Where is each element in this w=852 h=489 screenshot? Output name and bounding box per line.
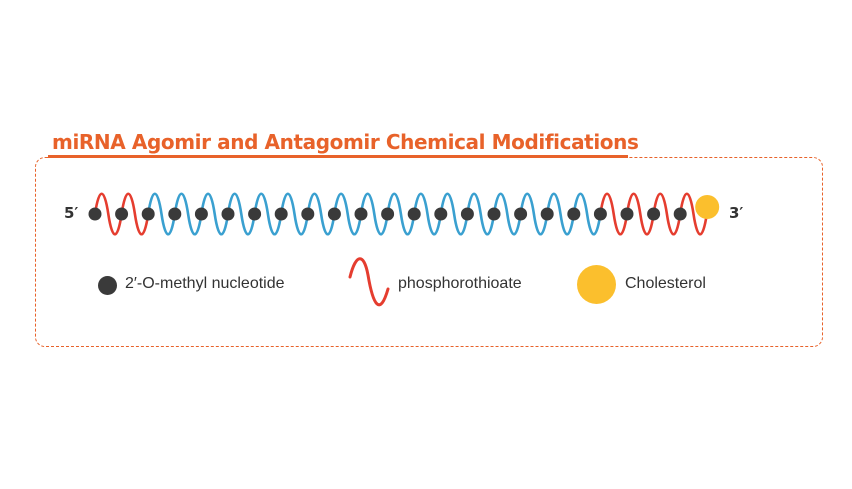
nucleotide-2-o-methyl	[115, 207, 129, 221]
phosphodiester-linkage	[439, 192, 469, 236]
phosphodiester-linkage	[146, 192, 177, 236]
nucleotide-2-o-methyl	[168, 207, 182, 221]
nucleotide-2-o-methyl	[274, 207, 288, 221]
nucleotide-2-o-methyl	[567, 207, 581, 221]
phosphodiester-linkage	[333, 192, 363, 236]
nucleotide-2-o-methyl	[620, 207, 634, 221]
phosphorothioate-icon	[348, 257, 390, 307]
cholesterol-3prime	[695, 195, 720, 219]
five-prime-label: 5′	[64, 204, 79, 222]
nucleotide-2-o-methyl	[221, 207, 235, 221]
phosphodiester-linkage	[466, 192, 496, 236]
nucleotide-2-o-methyl	[593, 207, 607, 221]
title-underline	[48, 155, 628, 158]
phosphodiester-linkage	[306, 192, 336, 236]
nucleotide-2-o-methyl	[487, 207, 501, 221]
phosphodiester-linkage	[386, 192, 416, 236]
phosphodiester-linkage	[519, 192, 549, 236]
nucleotide-2-o-methyl	[514, 207, 528, 221]
nucleotide-group	[88, 207, 687, 221]
nucleotide-2-o-methyl	[460, 207, 474, 221]
nucleotide-2-o-methyl	[141, 207, 155, 221]
phosphodiester-linkage	[253, 192, 283, 236]
nucleotide-2-o-methyl	[301, 207, 315, 221]
phosphodiester-linkage	[279, 192, 310, 236]
phosphodiester-linkage	[200, 192, 230, 236]
phosphodiester-linkage	[412, 192, 443, 236]
legend-phosphorothioate-label: phosphorothioate	[398, 275, 522, 292]
nucleotide-2-o-methyl	[354, 207, 368, 221]
phosphodiester-linkage	[226, 192, 256, 236]
phosphorothioate-wave	[348, 257, 390, 307]
nucleotide-2-o-methyl	[673, 207, 687, 221]
nucleotide-2-o-methyl	[407, 207, 421, 221]
phosphodiester-linkage	[572, 192, 602, 236]
nucleotide-2-o-methyl	[194, 207, 208, 221]
dashed-frame	[35, 157, 823, 347]
phosphodiester-linkage	[173, 192, 203, 236]
nucleotide-2-o-methyl	[381, 207, 395, 221]
phosphorothioate-linkage	[678, 192, 709, 236]
legend-cholesterol-icon	[577, 265, 616, 304]
legend-cholesterol-label: Cholesterol	[625, 275, 706, 292]
phosphorothioate-linkage	[599, 192, 629, 236]
phosphorothioate-linkage	[652, 192, 682, 236]
nucleotide-2-o-methyl	[434, 207, 448, 221]
nucleotide-2-o-methyl	[647, 207, 661, 221]
phosphodiester-linkage	[545, 192, 576, 236]
phosphorothioate-linkage	[625, 192, 655, 236]
legend-nucleotide-label: 2′-O-methyl nucleotide	[125, 275, 285, 292]
nucleotide-2-o-methyl	[88, 207, 102, 221]
three-prime-label: 3′	[729, 204, 744, 222]
nucleotide-2-o-methyl	[248, 207, 262, 221]
nucleotide-2-o-methyl	[327, 207, 341, 221]
legend-nucleotide-icon	[98, 276, 117, 295]
phosphodiester-linkage	[492, 192, 522, 236]
diagram-title: miRNA Agomir and Antagomir Chemical Modi…	[52, 130, 639, 154]
phosphodiester-linkage	[359, 192, 389, 236]
phosphorothioate-linkage	[93, 192, 123, 236]
linkage-group	[93, 192, 709, 236]
phosphorothioate-linkage	[120, 192, 150, 236]
nucleotide-2-o-methyl	[540, 207, 554, 221]
